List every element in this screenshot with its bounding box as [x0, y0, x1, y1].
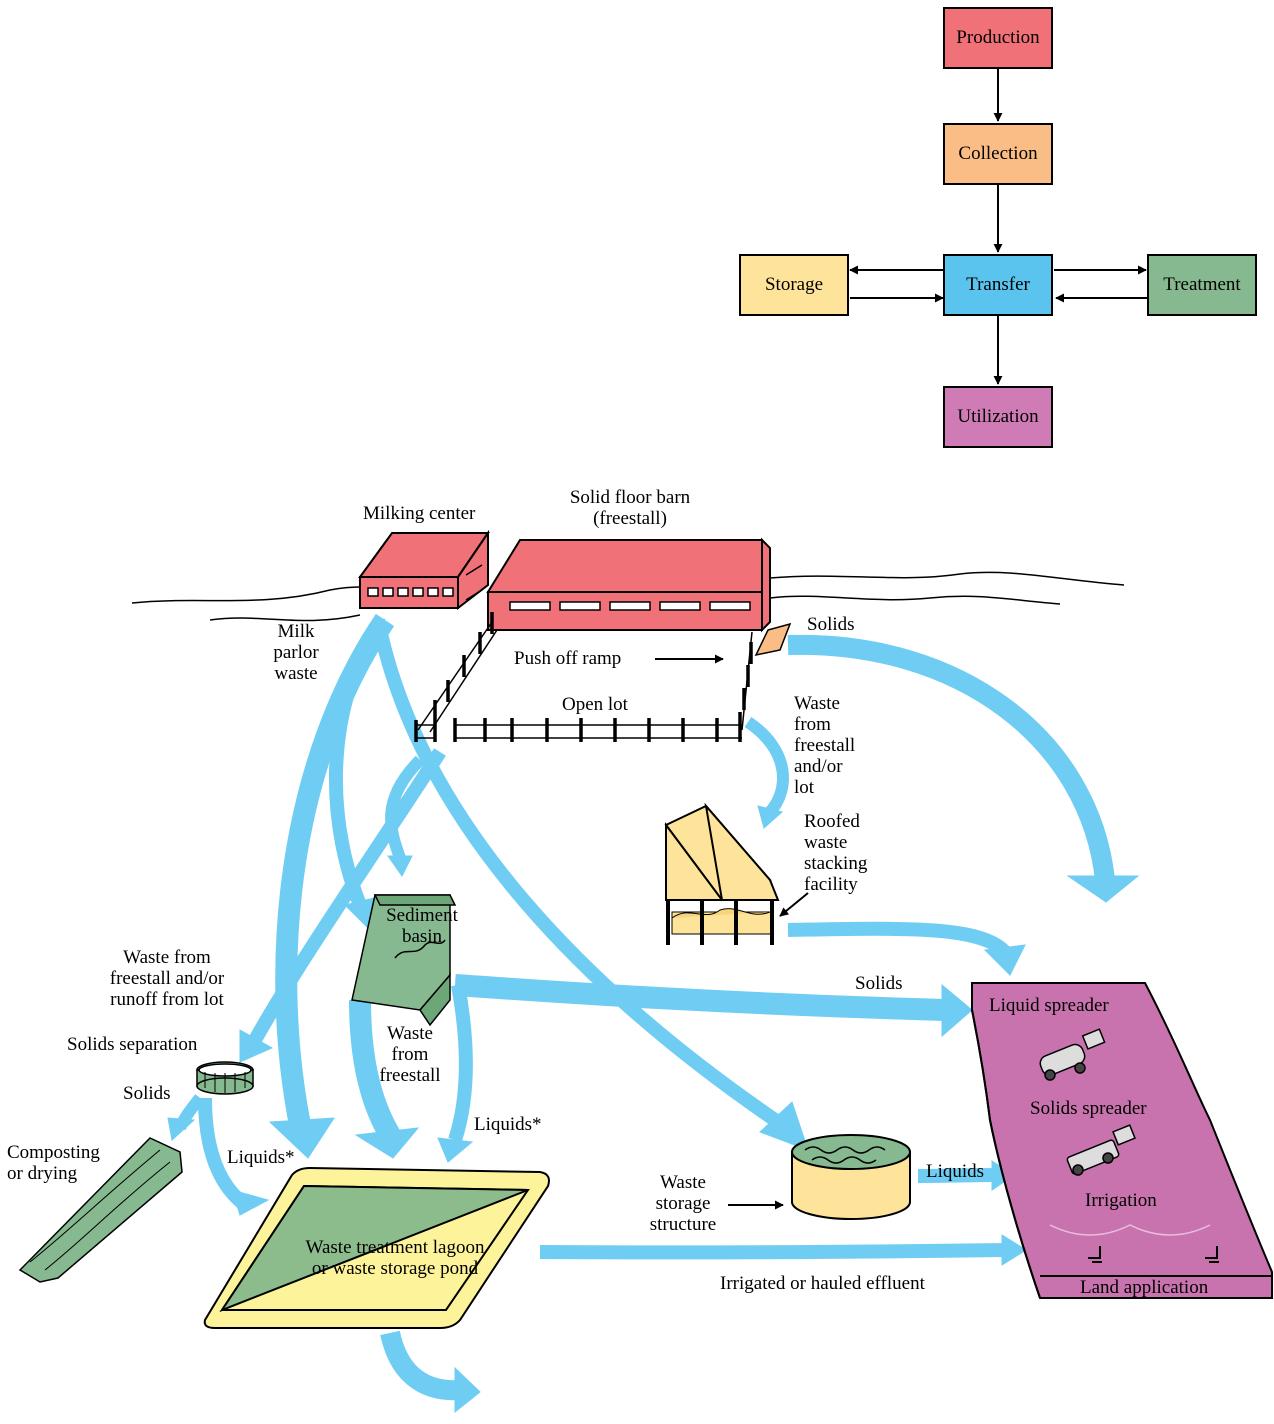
lagoon-label: Waste treatment lagoon or waste storage … [270, 1237, 520, 1279]
push-off-ramp-label: Push off ramp [514, 648, 622, 669]
liquids-star-left-label: Liquids* [227, 1147, 295, 1168]
irrigated-label: Irrigated or hauled effluent [720, 1273, 925, 1294]
roofed-stacking-line4: facility [804, 874, 858, 895]
solids-mid-label: Solids [855, 973, 903, 994]
sediment-basin-line2: basin [401, 926, 443, 947]
waste-freestall-lot-line1: Waste [794, 693, 840, 714]
waste-storage-line3: structure [649, 1214, 717, 1235]
lagoon-line1: Waste treatment lagoon [305, 1237, 485, 1258]
waste-runoff-label: Waste from freestall and/or runoff from … [92, 947, 242, 1010]
waste-freestall-lot-line3: freestall [794, 735, 856, 756]
waste-freestall-lot-label: Waste from freestall and/or lot [794, 693, 855, 798]
solids-top-label: Solids [807, 614, 855, 635]
waste-from-freestall-line1: Waste [387, 1023, 433, 1044]
open-lot-label: Open lot [562, 694, 628, 715]
flowchart-connectors [849, 69, 1147, 385]
composting-windrow [18, 1137, 183, 1283]
liquids-star-right-label: Liquids* [474, 1114, 542, 1135]
roofed-stacking-label: Roofed waste stacking facility [804, 811, 867, 895]
sediment-basin-line1: Sediment [386, 905, 458, 926]
production-box: Production [943, 7, 1053, 69]
roofed-stacking-line3: stacking [804, 853, 868, 874]
roofed-stacking-line2: waste [804, 832, 848, 853]
waste-storage-line1: Waste [660, 1172, 706, 1193]
solids-separation-label: Solids separation [67, 1034, 198, 1055]
waste-storage-structure-label: Waste storage structure [643, 1172, 723, 1235]
waste-from-freestall-line2: from [391, 1044, 429, 1065]
liquid-spreader-label: Liquid spreader [989, 995, 1109, 1016]
solids-separation-unit [196, 1061, 254, 1095]
waste-from-freestall-line3: freestall [379, 1065, 441, 1086]
waste-from-freestall-label: Waste from freestall [365, 1023, 455, 1086]
roofed-stacking-facility [664, 802, 780, 945]
sediment-basin-label: Sediment basin [372, 905, 472, 947]
composting-line1: Composting [7, 1142, 100, 1163]
roofed-stacking-line1: Roofed [804, 811, 860, 832]
barn-label-line1: Solid floor barn [569, 487, 691, 508]
barn-label: Solid floor barn (freestall) [545, 487, 715, 529]
storage-box: Storage [739, 254, 849, 316]
lagoon-line2: or waste storage pond [311, 1258, 479, 1279]
milking-center-label: Milking center [363, 503, 476, 524]
milk-parlor-line2: parlor [273, 642, 319, 663]
solids-spreader-label: Solids spreader [1030, 1098, 1147, 1119]
waste-freestall-lot-line4: and/or [794, 756, 843, 777]
milking-center-building [358, 529, 490, 611]
composting-label: Composting or drying [7, 1142, 100, 1184]
land-application-label: Land application [1080, 1277, 1209, 1298]
irrigation-label: Irrigation [1085, 1190, 1157, 1211]
solids-left-label: Solids [123, 1083, 171, 1104]
collection-box: Collection [943, 123, 1053, 185]
waste-freestall-lot-line2: from [794, 714, 831, 735]
liquids-label: Liquids [926, 1161, 985, 1182]
utilization-box: Utilization [943, 386, 1053, 448]
barn-label-line2: (freestall) [593, 508, 667, 529]
lagoon-structure [203, 1166, 550, 1329]
transfer-box: Transfer [943, 254, 1053, 316]
milk-parlor-line1: Milk [277, 621, 315, 642]
land-application-field [971, 982, 1273, 1299]
waste-runoff-line3: runoff from lot [110, 989, 224, 1010]
milk-parlor-waste-label: Milk parlor waste [262, 621, 330, 684]
open-lot-fence [414, 612, 753, 742]
waste-storage-line2: storage [655, 1193, 711, 1214]
waste-freestall-lot-line5: lot [794, 777, 815, 798]
treatment-box: Treatment [1147, 254, 1257, 316]
push-off-ramp [754, 622, 792, 657]
milk-parlor-line3: waste [274, 663, 318, 684]
stacking-pointer [779, 892, 809, 917]
sediment-basin-structure [351, 894, 457, 1027]
waste-storage-tank [791, 1134, 911, 1220]
waste-runoff-line1: Waste from [123, 947, 211, 968]
composting-line2: or drying [7, 1163, 78, 1184]
freestall-barn-building [486, 537, 771, 633]
waste-runoff-line2: freestall and/or [109, 968, 225, 989]
flow-arrows [167, 613, 1140, 1414]
